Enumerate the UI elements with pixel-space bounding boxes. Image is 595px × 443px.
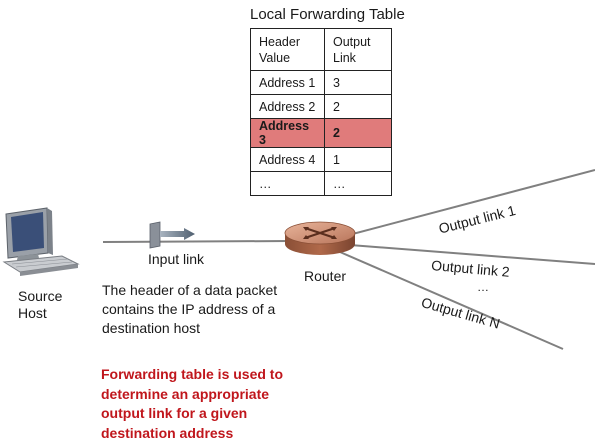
input-link-label: Input link [148, 251, 205, 267]
more-links-ellipsis: … [477, 280, 490, 294]
link-cell: 1 [324, 147, 392, 172]
output-link-2-line [349, 244, 595, 265]
router-icon [284, 221, 356, 255]
packet-icon [149, 221, 195, 249]
packet-header-description: The header of a data packet contains the… [102, 282, 278, 336]
output-link-1-line [344, 169, 595, 237]
address-cell: Address 4 [250, 147, 325, 172]
table-header-row: Header Value Output Link [250, 28, 392, 71]
table-row: Address 1 3 [250, 70, 392, 95]
highlighted-table-row: Address 3 2 [250, 118, 392, 148]
forwarding-note: Forwarding table is used to determine an… [101, 366, 284, 441]
address-cell: Address 3 [250, 118, 325, 148]
table-row: Address 4 1 [250, 147, 392, 172]
computer-icon [2, 207, 80, 276]
address-cell: … [250, 171, 325, 196]
address-cell: Address 2 [250, 94, 325, 119]
router-label: Router [304, 268, 347, 284]
source-host-label: Source Host [18, 288, 63, 321]
output-link-n-line [339, 251, 564, 350]
address-cell: Address 1 [250, 70, 325, 95]
table-title: Local Forwarding Table [250, 6, 405, 23]
link-cell: … [324, 171, 392, 196]
link-cell: 2 [324, 94, 392, 119]
header-value-heading: Header Value [250, 28, 325, 71]
table-row: Address 2 2 [250, 94, 392, 119]
table-row: … … [250, 171, 392, 196]
input-link-line [102, 240, 291, 243]
forwarding-table: Header Value Output Link Address 1 3 Add… [250, 28, 392, 196]
link-cell: 3 [324, 70, 392, 95]
link-cell: 2 [324, 118, 392, 148]
output-link-heading: Output Link [324, 28, 392, 71]
